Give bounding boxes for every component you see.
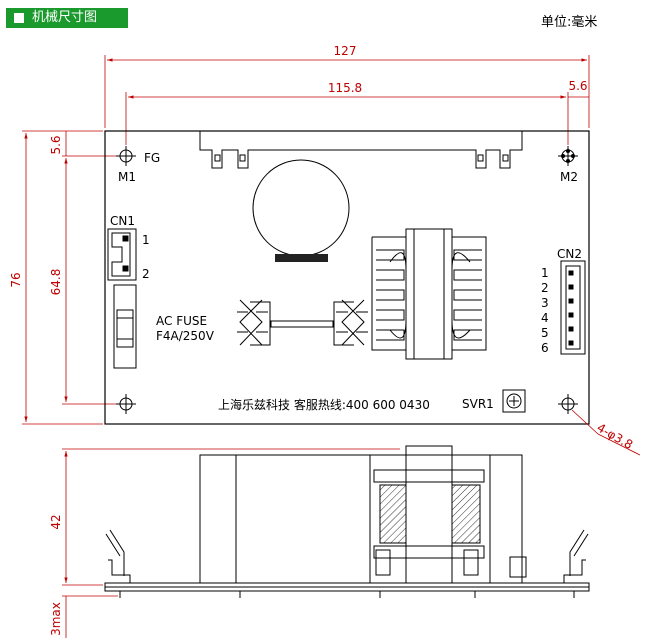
heatsink-top (199, 131, 523, 169)
dim-pin-length: 3max (49, 595, 118, 638)
dim-side-height: 42 (49, 448, 400, 586)
board-outline (104, 130, 590, 425)
hole-spec-callout: 4-φ3.8 (571, 409, 641, 456)
side-view (104, 445, 590, 598)
cn2-pin-label: 4 (541, 311, 549, 325)
square-icon (14, 13, 24, 23)
dim-64-8-text: 64.8 (49, 269, 63, 296)
fg-label: FG (144, 151, 160, 165)
unit-label: 单位:毫米 (541, 15, 598, 30)
dim-3max-text: 3max (49, 602, 63, 636)
dim-5-6-right-text: 5.6 (568, 79, 587, 93)
mount-hole-bl (116, 394, 136, 414)
dim-115-8-text: 115.8 (328, 81, 362, 95)
capacitor (252, 159, 350, 262)
dim-hole-width: 115.8 5.6 (125, 79, 589, 145)
cn1-pin1-label: 1 (142, 233, 150, 247)
dim-hole-height: 64.8 5.6 (49, 131, 120, 405)
fuse-rating-label: F4A/250V (156, 329, 215, 343)
cn1-pin2-label: 2 (142, 267, 150, 281)
cn2-pin-label: 6 (541, 341, 549, 355)
fuse (113, 284, 137, 369)
heatsink-bridge (237, 299, 368, 346)
cn1-label: CN1 (110, 214, 135, 228)
dim-76-text: 76 (9, 272, 23, 287)
dim-5-6-top-text: 5.6 (49, 135, 63, 154)
m1-label: M1 (118, 170, 136, 184)
dim-127-text: 127 (334, 44, 357, 58)
ac-fuse-label: AC FUSE (156, 314, 207, 328)
section-title: 机械尺寸图 (32, 10, 98, 25)
mount-hole-m2 (558, 146, 578, 166)
section-title-tag: 机械尺寸图 (6, 8, 128, 28)
cn2-pin-label: 1 (541, 266, 549, 280)
transformer-top (371, 228, 487, 360)
svr1-potentiometer (502, 389, 526, 413)
svr1-label: SVR1 (462, 397, 494, 411)
cn2-pin-label: 5 (541, 326, 549, 340)
m2-label: M2 (560, 170, 578, 184)
hotline-text: 上海乐兹科技 客服热线:400 600 0430 (218, 397, 430, 412)
cn2-pin-label: 3 (541, 296, 549, 310)
dim-overall-height: 76 (9, 130, 103, 425)
cn2-pin-label: 2 (541, 281, 549, 295)
mount-hole-m1 (116, 146, 136, 166)
mount-hole-br (558, 394, 578, 414)
cn2-connector (560, 260, 586, 355)
cn1-connector (107, 228, 137, 281)
cn2-label: CN2 (557, 247, 582, 261)
dim-42-text: 42 (49, 514, 63, 529)
hole-spec-text: 4-φ3.8 (595, 420, 636, 452)
dim-overall-width: 127 (104, 44, 590, 128)
